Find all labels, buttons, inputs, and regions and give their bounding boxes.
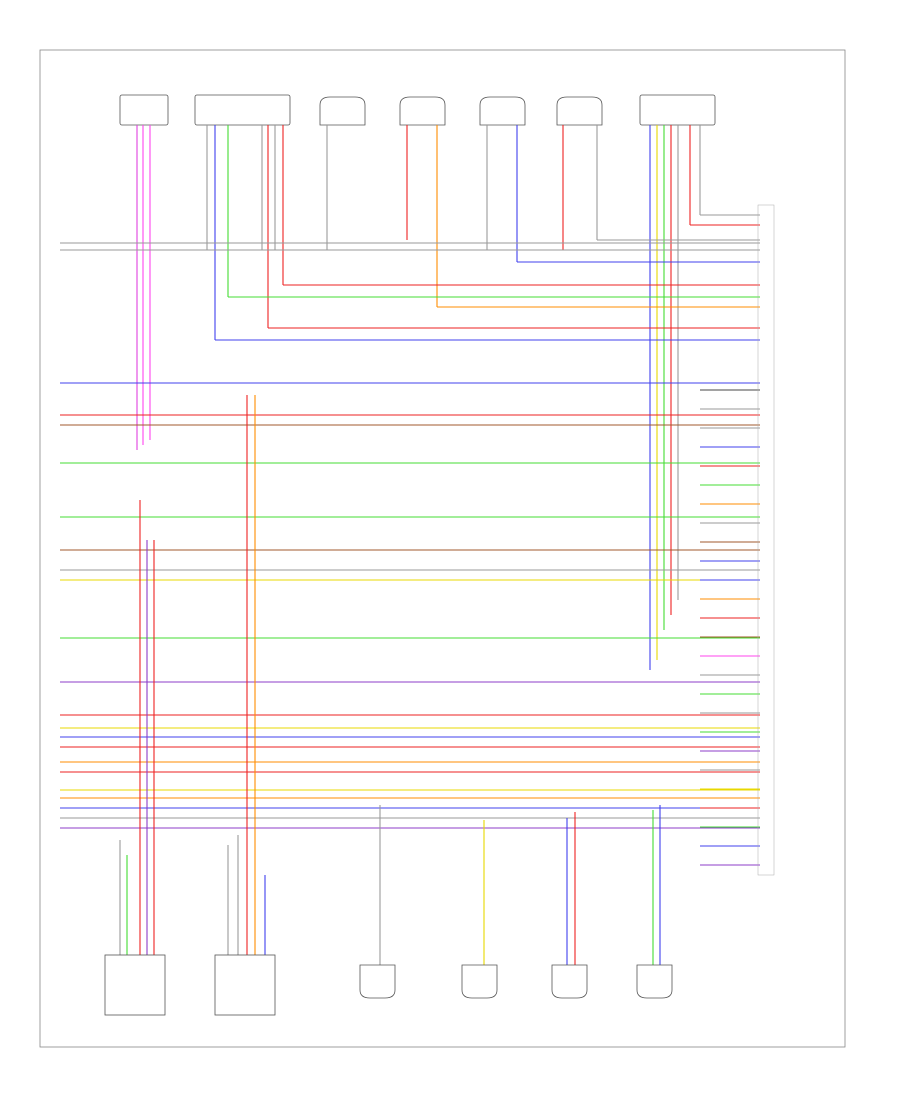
component-sensor-6 bbox=[556, 96, 603, 126]
top-horizontal-links bbox=[107, 214, 760, 341]
component-bottom-device-2 bbox=[461, 964, 498, 999]
component-sensor-4 bbox=[399, 96, 446, 126]
bottom-drops bbox=[119, 395, 661, 965]
component-control-module bbox=[639, 94, 716, 126]
left-wires bbox=[60, 242, 760, 829]
component-bottom-sensor-1 bbox=[104, 954, 166, 1016]
top-drops bbox=[136, 125, 701, 670]
component-bottom-device-3 bbox=[551, 964, 588, 999]
component-sensor-5 bbox=[479, 96, 526, 126]
right-terminal-strip bbox=[757, 204, 775, 876]
top-components bbox=[119, 94, 716, 126]
component-bottom-sensor-2 bbox=[214, 954, 276, 1016]
right-wires bbox=[700, 389, 760, 866]
diagram-frame bbox=[39, 49, 846, 1048]
component-left-front-sensor bbox=[119, 94, 169, 126]
bottom-components bbox=[104, 954, 673, 1016]
component-bottom-device-4 bbox=[636, 964, 673, 999]
component-bottom-device-1 bbox=[359, 964, 396, 999]
component-rear-sensor bbox=[194, 94, 291, 126]
component-sensor-3 bbox=[319, 96, 366, 126]
